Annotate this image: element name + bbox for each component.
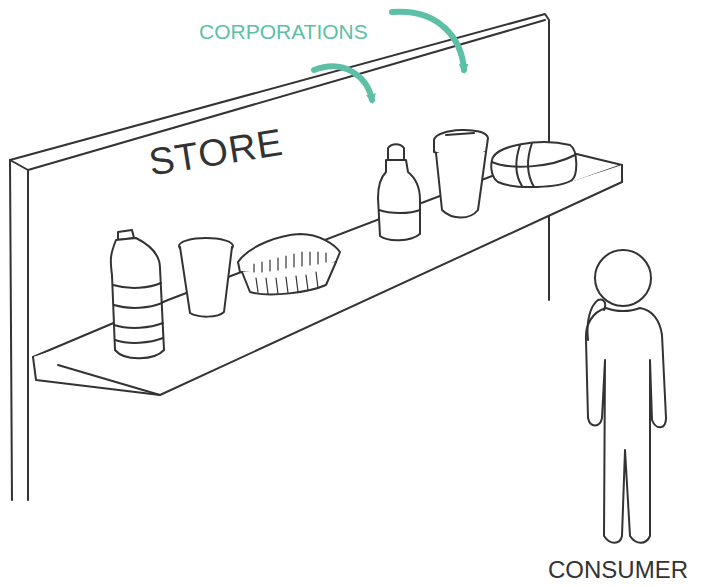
travel-mug bbox=[434, 130, 488, 218]
consumer-figure bbox=[586, 250, 666, 543]
reusable-bottle bbox=[378, 144, 420, 240]
cup bbox=[179, 238, 233, 317]
corporations-label: CORPORATIONS bbox=[199, 20, 368, 44]
clamshell-container bbox=[238, 234, 340, 294]
store-panel bbox=[10, 14, 549, 500]
consumer-label: CONSUMER bbox=[548, 556, 688, 584]
lunch-box bbox=[491, 142, 576, 187]
water-bottle bbox=[111, 230, 164, 358]
